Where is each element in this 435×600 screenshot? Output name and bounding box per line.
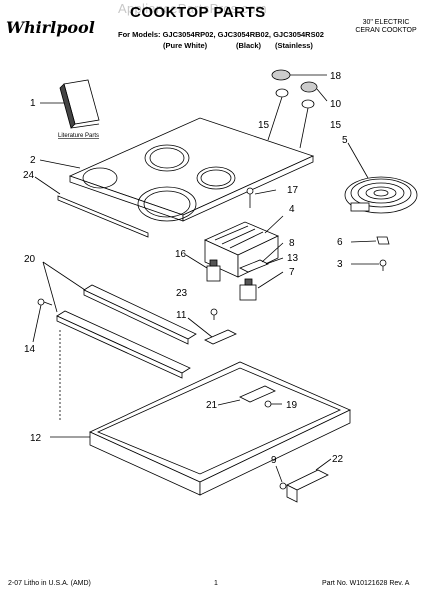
product-line-1: 30" ELECTRIC bbox=[362, 19, 410, 26]
control-knobs[interactable] bbox=[271, 69, 318, 109]
screw-23[interactable] bbox=[210, 308, 218, 316]
infinite-switch[interactable] bbox=[206, 259, 221, 282]
callout-4: 4 bbox=[289, 204, 295, 215]
callout-5: 5 bbox=[342, 135, 348, 146]
callout-12: 12 bbox=[30, 433, 42, 444]
literature-parts-booklet[interactable] bbox=[59, 79, 100, 129]
page-title: COOKTOP PARTS bbox=[130, 4, 266, 21]
glass-cooktop[interactable] bbox=[68, 117, 315, 222]
callout-11: 11 bbox=[176, 310, 187, 321]
footer-litho: 2-07 Litho in U.S.A. (AMD) bbox=[8, 580, 91, 587]
product-type: 30" ELECTRIC CERAN COOKTOP bbox=[340, 19, 432, 35]
models-line: For Models: GJC3054RP02, GJC3054RB02, GJ… bbox=[118, 30, 324, 39]
switch-7[interactable] bbox=[239, 278, 257, 301]
callout-24: 24 bbox=[23, 170, 35, 181]
screw-3[interactable] bbox=[379, 259, 387, 271]
callout-7: 7 bbox=[289, 267, 295, 278]
callout-15-right: 15 bbox=[330, 120, 342, 131]
callout-16: 16 bbox=[175, 249, 187, 260]
bracket-21[interactable] bbox=[239, 385, 276, 403]
callout-8: 8 bbox=[289, 238, 295, 249]
bottom-pan[interactable] bbox=[89, 361, 351, 496]
brand-logo: Whirlpool bbox=[6, 18, 95, 37]
literature-parts-label: Literature Parts bbox=[58, 133, 99, 139]
callout-9: 9 bbox=[271, 455, 277, 466]
finish-black: (Black) bbox=[236, 41, 262, 50]
callout-14: 14 bbox=[24, 344, 36, 355]
callout-15-left: 15 bbox=[258, 120, 270, 131]
callout-10: 10 bbox=[330, 99, 342, 110]
bracket-22[interactable] bbox=[286, 469, 329, 503]
callout-2: 2 bbox=[30, 155, 36, 166]
screw-9[interactable] bbox=[279, 482, 287, 490]
support-rails[interactable] bbox=[56, 284, 197, 379]
callout-6: 6 bbox=[337, 237, 343, 248]
callout-22: 22 bbox=[332, 454, 344, 465]
radiant-element[interactable] bbox=[344, 176, 418, 214]
callout-3: 3 bbox=[337, 259, 343, 270]
bracket-11[interactable] bbox=[204, 329, 237, 345]
callout-19: 19 bbox=[286, 400, 298, 411]
callout-20: 20 bbox=[24, 254, 36, 265]
callout-1: 1 bbox=[30, 98, 36, 109]
product-line-2: CERAN COOKTOP bbox=[355, 27, 417, 34]
callout-17: 17 bbox=[287, 185, 299, 196]
switch-bracket[interactable] bbox=[239, 259, 269, 273]
callout-23: 23 bbox=[176, 288, 188, 299]
callout-13: 13 bbox=[287, 253, 299, 264]
footer-part-number: Part No. W10121628 Rev. A bbox=[322, 580, 410, 587]
finish-pure-white: (Pure White) bbox=[163, 41, 208, 50]
finish-stainless: (Stainless) bbox=[275, 41, 313, 50]
watermark-text: AppliancePartsPros.com bbox=[118, 1, 267, 16]
footer-page-number: 1 bbox=[214, 580, 218, 587]
terminal-block[interactable] bbox=[376, 236, 390, 245]
front-trim-strip[interactable] bbox=[57, 195, 149, 238]
callout-18: 18 bbox=[330, 71, 342, 82]
screw-19[interactable] bbox=[264, 400, 272, 408]
callout-21: 21 bbox=[206, 400, 218, 411]
